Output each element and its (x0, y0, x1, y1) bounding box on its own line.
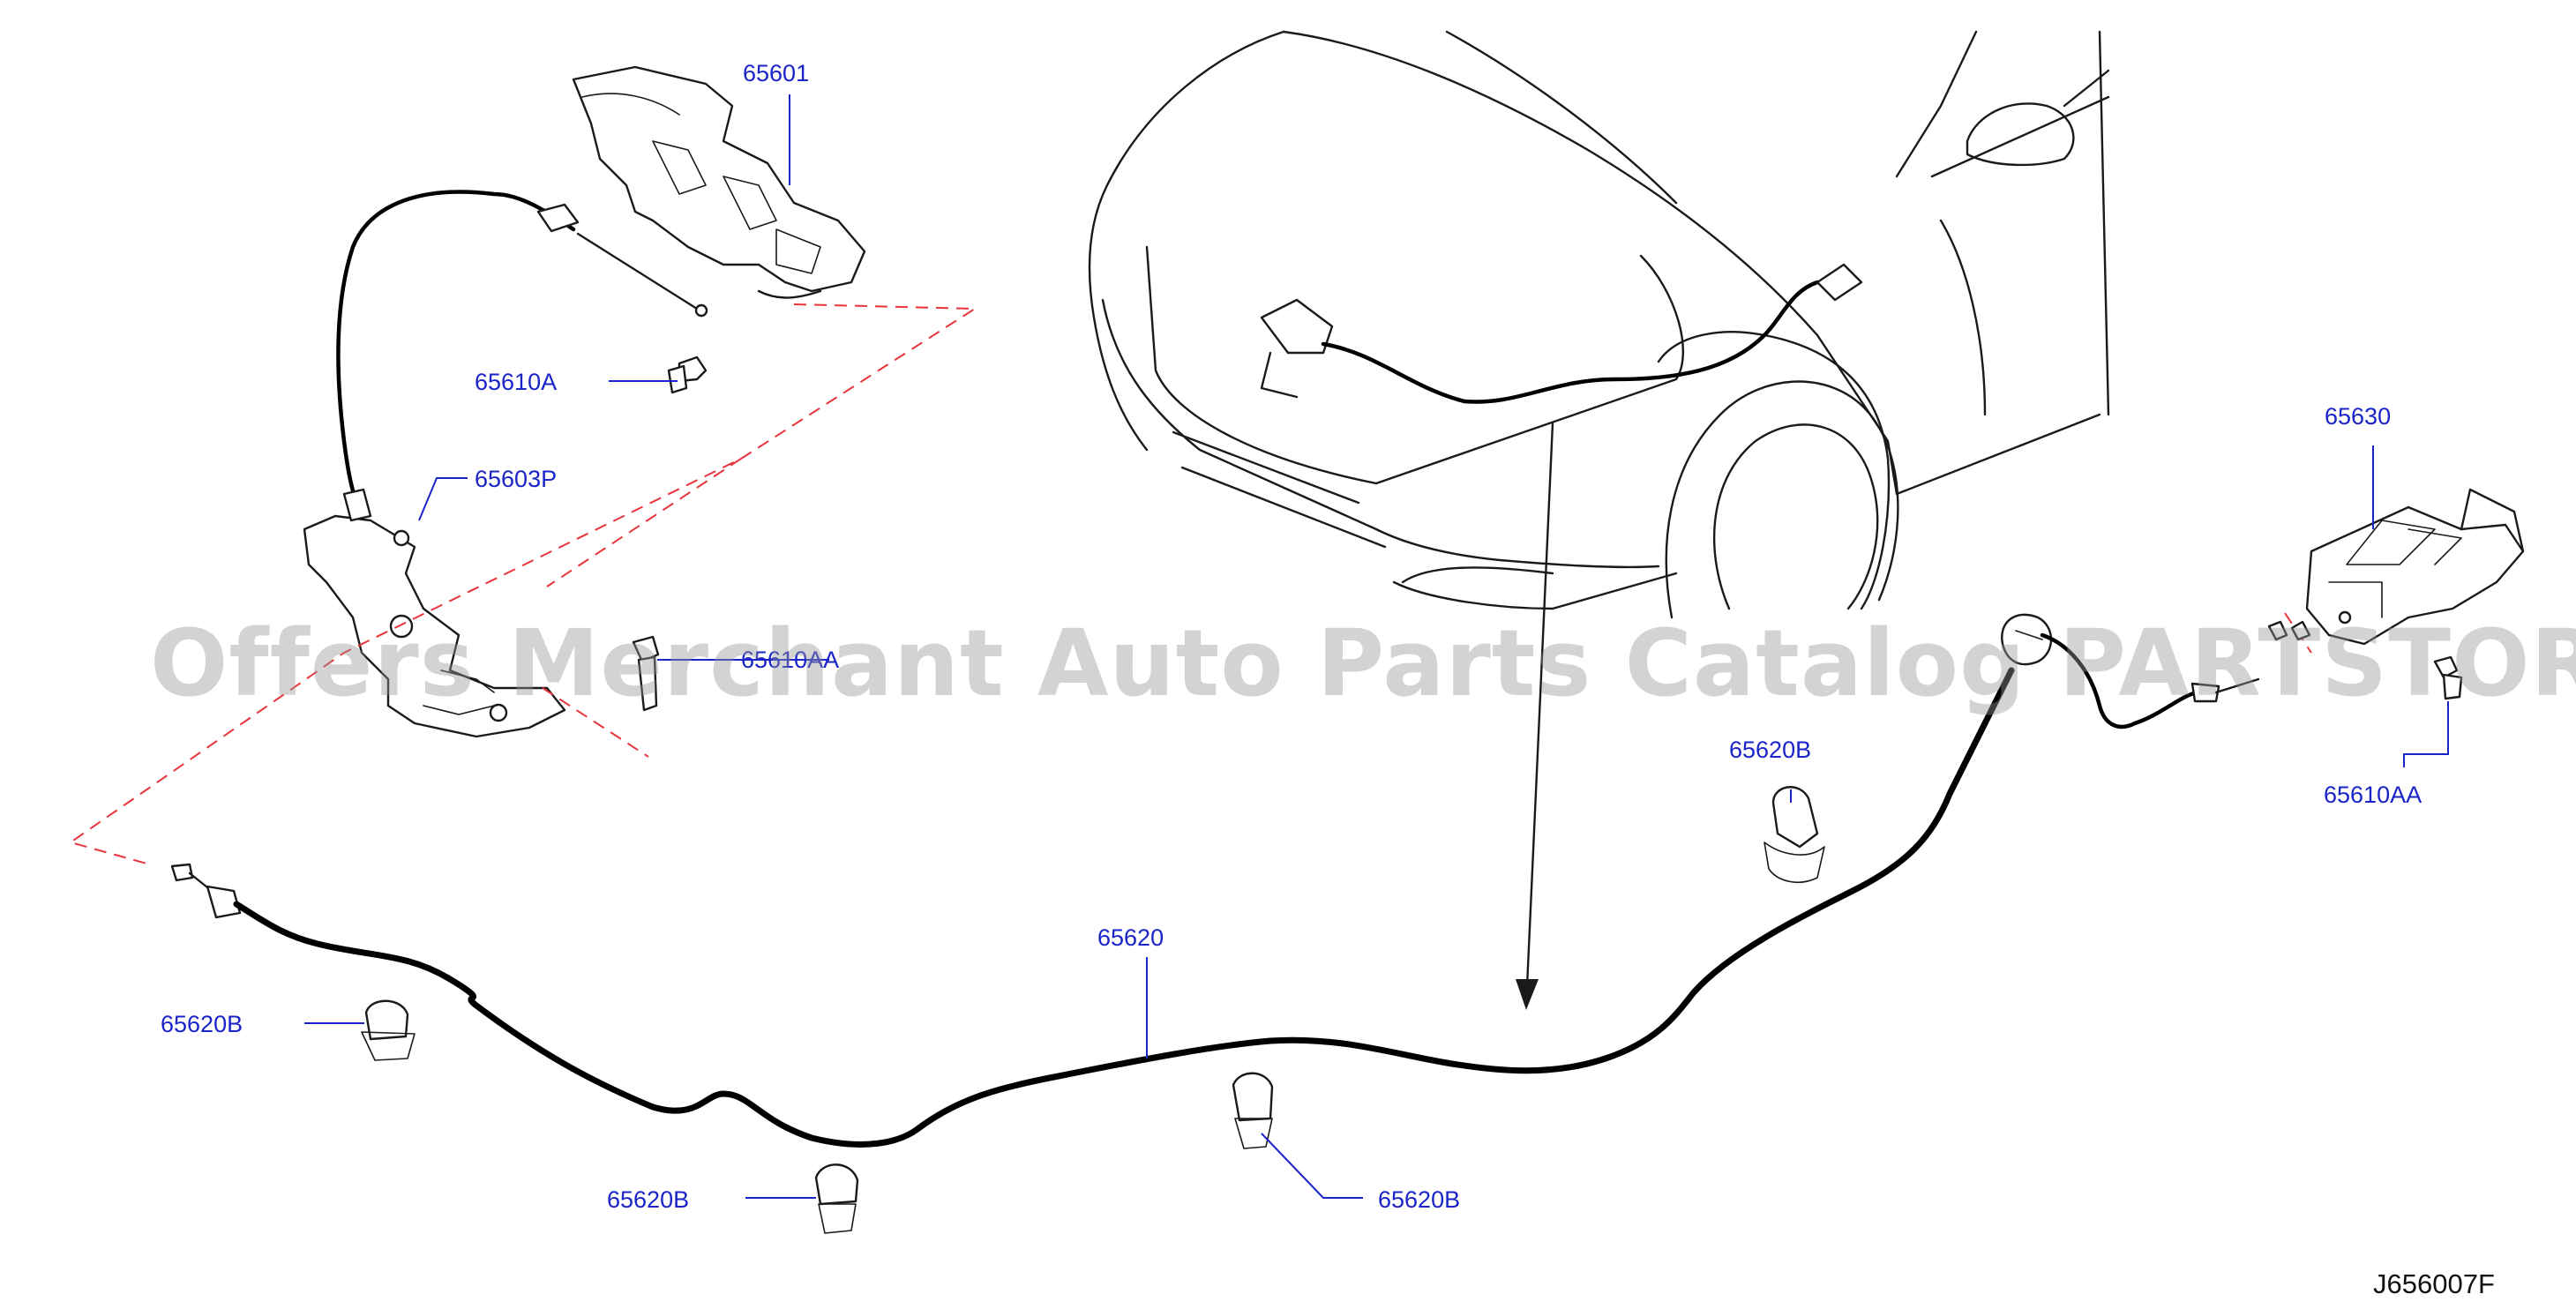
label-clip-bottom-right[interactable]: 65620B (1378, 1186, 1461, 1213)
label-release-handle[interactable]: 65630 (2325, 403, 2392, 430)
label-cable-clip-right[interactable]: 65620B (1729, 737, 1812, 763)
main-cable (170, 613, 2260, 1148)
bracket-part (303, 488, 660, 738)
label-clip-bottom-left[interactable]: 65620B (607, 1186, 690, 1213)
clip-right-upper (1764, 786, 1825, 883)
label-bolt-aa-left[interactable]: 65610AA (741, 647, 840, 673)
leader-lines (304, 94, 2449, 1199)
clip-bottom-right (1232, 1072, 1274, 1149)
clip-bottom-left (814, 1163, 859, 1234)
label-clip-left[interactable]: 65620B (161, 1011, 243, 1037)
car-front-outline (1088, 30, 2110, 1010)
watermark-text: Offers Merchant Auto Parts Catalog PARTS… (150, 610, 2576, 717)
clip-left (361, 999, 416, 1061)
label-bracket[interactable]: 65603P (475, 466, 558, 492)
label-bolt-a[interactable]: 65610A (475, 369, 558, 395)
label-hood-lock[interactable]: 65601 (743, 60, 810, 86)
diagram-code: J656007F (2373, 1268, 2495, 1299)
hood-lock-part (336, 65, 866, 505)
label-bolt-aa-right[interactable]: 65610AA (2324, 782, 2422, 808)
release-handle-part (2267, 488, 2525, 700)
label-cable[interactable]: 65620 (1097, 924, 1164, 951)
